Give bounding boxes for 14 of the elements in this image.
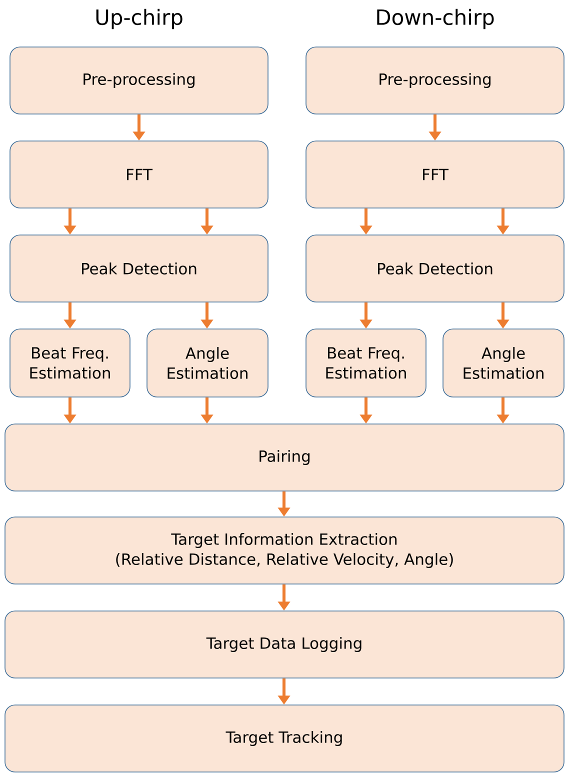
process-box: Peak Detection [306, 234, 564, 302]
process-box: FFT [306, 140, 564, 208]
process-box: Angle Estimation [442, 328, 564, 398]
process-box: Target Information Extraction (Relative Distance, Relative Velocity, Angle) [4, 516, 564, 584]
process-box: Peak Detection [10, 234, 268, 302]
process-box: Pre-processing [306, 46, 564, 114]
process-box: Target Data Logging [4, 610, 564, 678]
process-box: FFT [10, 140, 268, 208]
process-box: Pairing [4, 424, 564, 492]
process-box: Beat Freq. Estimation [306, 328, 426, 398]
process-box: Beat Freq. Estimation [10, 328, 130, 398]
process-box: Pre-processing [10, 46, 268, 114]
process-box: Angle Estimation [146, 328, 268, 398]
process-box: Target Tracking [4, 704, 564, 772]
